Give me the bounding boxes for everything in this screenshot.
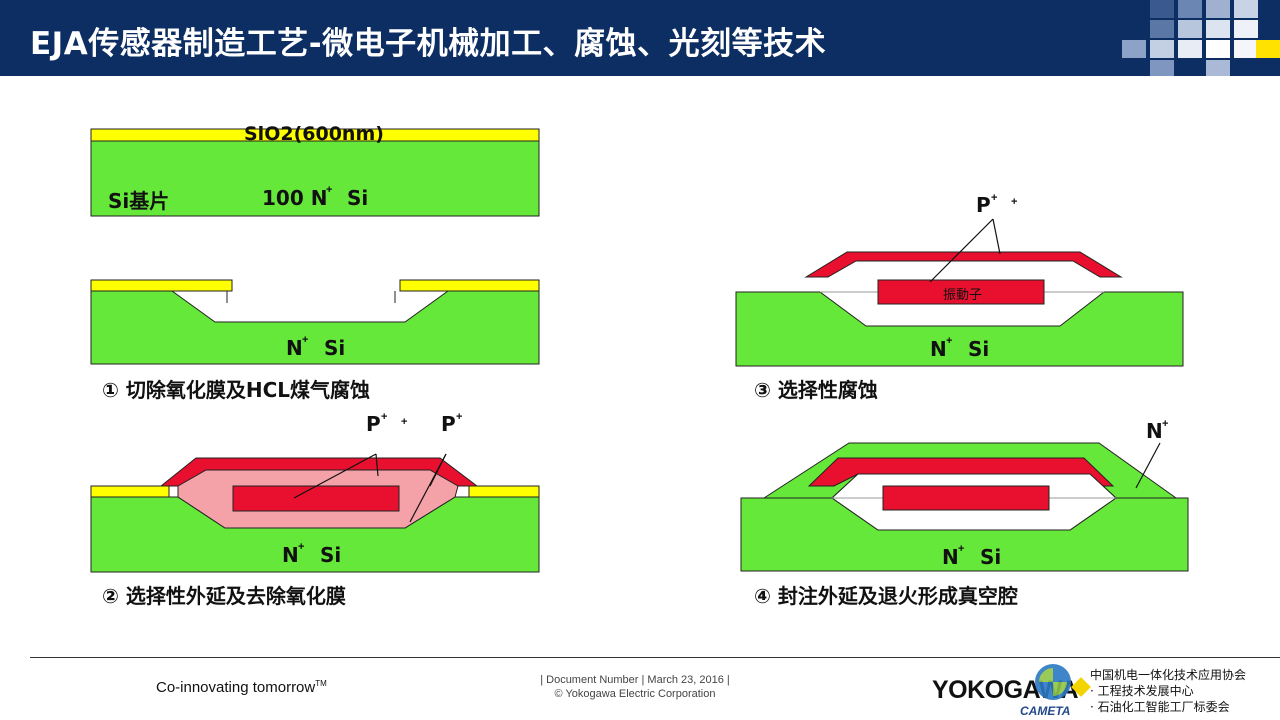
association-line-1: 中国机电一体化技术应用协会	[1090, 668, 1247, 682]
step1-si-sup: +	[302, 334, 308, 346]
footer-tagline: Co-innovating tomorrowTM	[156, 679, 327, 696]
page-title: EJA传感器制造工艺-微电子机械加工、腐蚀、光刻等技术	[30, 26, 827, 62]
step3-p-sup-extra: +	[1011, 196, 1017, 208]
step4-si-sup: +	[958, 543, 964, 555]
step3-si-label: N	[930, 337, 947, 361]
association-line-3: · 石油化工智能工厂标委会	[1090, 700, 1230, 714]
step2-p-label-left: P	[366, 412, 381, 436]
step2-resonator	[232, 485, 400, 512]
step4-resonator	[882, 485, 1050, 511]
step4-wafer: N + N + Si	[740, 418, 1189, 572]
step3-si-suffix: Si	[968, 337, 989, 361]
step4-si-suffix: Si	[980, 545, 1001, 569]
step4-caption: ④ 封注外延及退火形成真空腔	[754, 584, 1018, 608]
step1-si-suffix: Si	[324, 336, 345, 360]
doc-number: | Document Number | March 23, 2016 |	[540, 674, 730, 686]
step0-doping-label: 100 N	[262, 186, 327, 210]
step2-oxide-right	[468, 485, 540, 498]
step2-p-sup-left: +	[381, 411, 387, 423]
step3-resonator	[877, 279, 1045, 305]
step0-doping-suffix: Si	[347, 186, 368, 210]
step0-substrate	[90, 140, 540, 217]
cameta-logo: CAMETA	[1020, 704, 1071, 718]
step4-n-sup: +	[1162, 418, 1168, 430]
step0-wafer: SiO2(600nm) Si基片 100 N + Si	[90, 123, 540, 217]
step3-si-sup: +	[946, 335, 952, 347]
step2-si-sup: +	[298, 541, 304, 553]
association-block: 中国机电一体化技术应用协会 · 工程技术发展中心 · 石油化工智能工厂标委会	[1090, 667, 1246, 715]
tagline-trademark: TM	[315, 679, 327, 688]
step1-oxide-right	[399, 279, 540, 292]
step2-p-sup-mid: +	[401, 416, 407, 428]
step3-resonator-label: 振動子	[943, 288, 982, 303]
footer-doc-info: | Document Number | March 23, 2016 | © Y…	[520, 673, 750, 701]
step2-wafer: P + + P + N + Si	[90, 411, 540, 573]
step2-oxide-left	[90, 485, 170, 498]
step2-caption: ② 选择性外延及去除氧化膜	[102, 584, 346, 608]
step1-oxide-left	[90, 279, 233, 292]
step0-oxide-layer	[90, 128, 540, 142]
step3-p-sup: +	[991, 192, 997, 204]
header-bar: EJA传感器制造工艺-微电子机械加工、腐蚀、光刻等技术	[0, 0, 1280, 76]
step4-si-label: N	[942, 545, 959, 569]
step3-wafer: 振動子 P + + N + Si	[735, 192, 1184, 367]
step4-n-label: N	[1146, 419, 1163, 443]
step2-p-label-right: P	[441, 412, 456, 436]
step0-oxide-label: SiO2(600nm)	[244, 123, 384, 145]
step2-si-label: N	[282, 543, 299, 567]
step1-si-label: N	[286, 336, 303, 360]
step3-p-label: P	[976, 193, 991, 217]
footer-divider	[30, 657, 1280, 658]
tagline-text: Co-innovating tomorrow	[156, 679, 316, 696]
step2-si-suffix: Si	[320, 543, 341, 567]
step1-wafer: N + Si	[90, 279, 540, 365]
cameta-globe-icon	[1035, 664, 1071, 700]
step3-caption: ③ 选择性腐蚀	[754, 378, 878, 402]
copyright: © Yokogawa Electric Corporation	[554, 688, 716, 700]
step1-substrate	[90, 290, 540, 365]
step0-substrate-label: Si基片	[108, 189, 169, 213]
step2-p-sup-right: +	[456, 411, 462, 423]
step0-doping-sup: +	[326, 184, 332, 196]
step3-red-cap	[804, 251, 1123, 278]
step1-caption: ① 切除氧化膜及HCL煤气腐蚀	[102, 378, 371, 402]
association-line-2: · 工程技术发展中心	[1090, 684, 1194, 698]
